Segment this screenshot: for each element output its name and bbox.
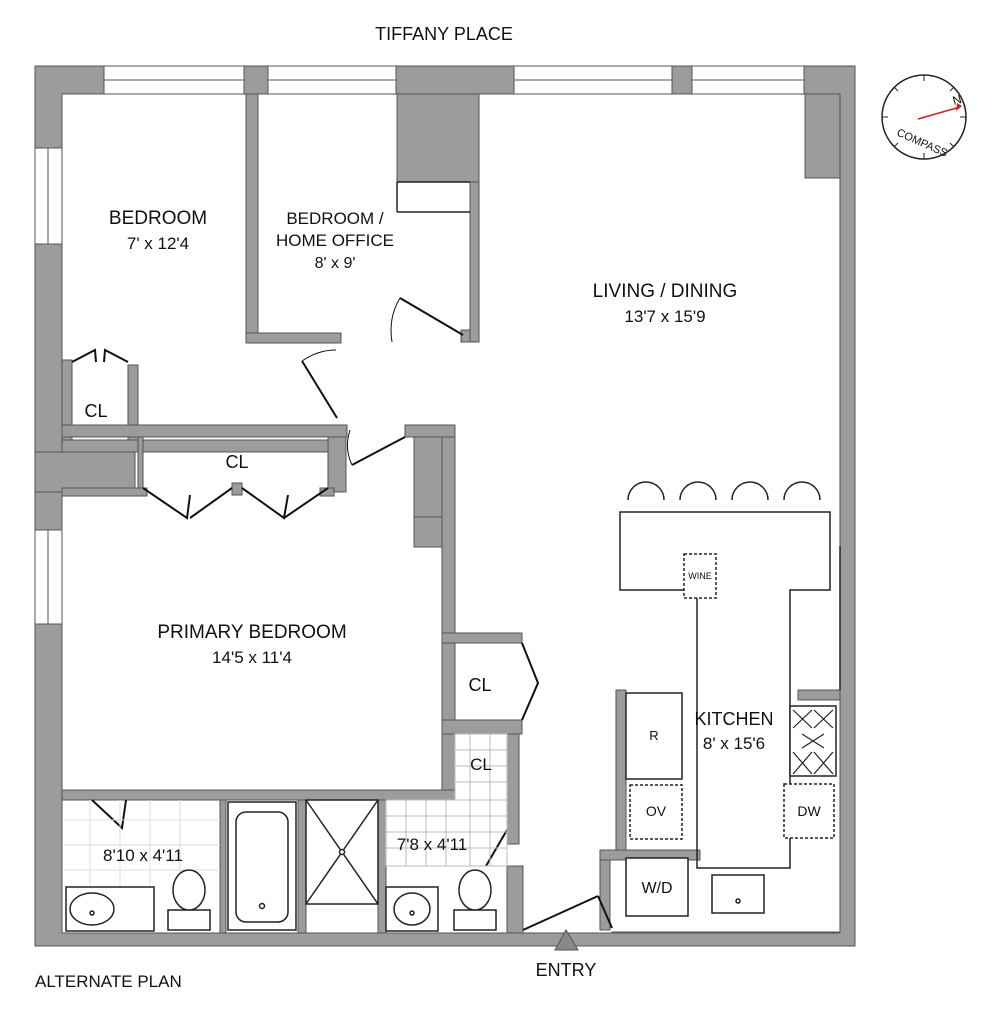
closet-label: CL [468,675,491,695]
compass-north: N [951,92,963,108]
kitchen-fixtures [625,481,837,917]
kitchen-name: KITCHEN [694,709,773,729]
oven-icon [629,784,683,840]
bedroom-name: BEDROOM [109,208,207,229]
windows [34,65,805,625]
office-size: 8' x 9' [315,255,356,272]
dishwasher-icon [783,783,835,839]
street-name: TIFFANY PLACE [375,24,513,44]
bath1-tiles [62,800,220,887]
bath2-size: 7'8 x 4'11 [397,835,467,854]
bath-fixtures [65,799,497,932]
washer-dryer-label: W/D [641,880,672,897]
walls [34,65,856,947]
labels: TIFFANY PLACE ALTERNATE PLAN ENTRY BEDRO… [35,24,821,991]
toilet-icon-2 [453,909,497,931]
wine-label: WINE [688,571,712,581]
office-name-2: HOME OFFICE [276,231,394,250]
closet-label: CL [470,755,492,774]
plan-note: ALTERNATE PLAN [35,972,182,991]
sink-icon [69,892,115,926]
wine-fridge-icon [683,553,717,599]
washer-dryer-icon [625,857,689,917]
living-size: 13'7 x 15'9 [624,307,705,326]
doors [71,297,613,931]
office-name-1: BEDROOM / [286,209,384,228]
primary-name: PRIMARY BEDROOM [157,622,346,643]
toilet-icon [167,909,211,931]
living-name: LIVING / DINING [593,281,738,302]
fridge-label: R [649,728,658,743]
compass-icon: N COMPASS [881,74,967,160]
refrigerator-icon [625,692,683,780]
entry-label: ENTRY [536,960,597,980]
primary-size: 14'5 x 11'4 [212,648,292,667]
bath1-size: 8'10 x 4'11 [103,846,183,865]
bedroom-size: 7' x 12'4 [127,234,189,253]
tile-floor [385,733,508,867]
oven-label: OV [646,803,667,819]
closet-label: CL [225,452,248,472]
kitchen-size: 8' x 15'6 [703,734,765,753]
entry-arrow-icon [554,928,579,951]
dishwasher-label: DW [797,803,821,819]
room-outlines [396,181,841,869]
closet-label: CL [84,401,107,421]
